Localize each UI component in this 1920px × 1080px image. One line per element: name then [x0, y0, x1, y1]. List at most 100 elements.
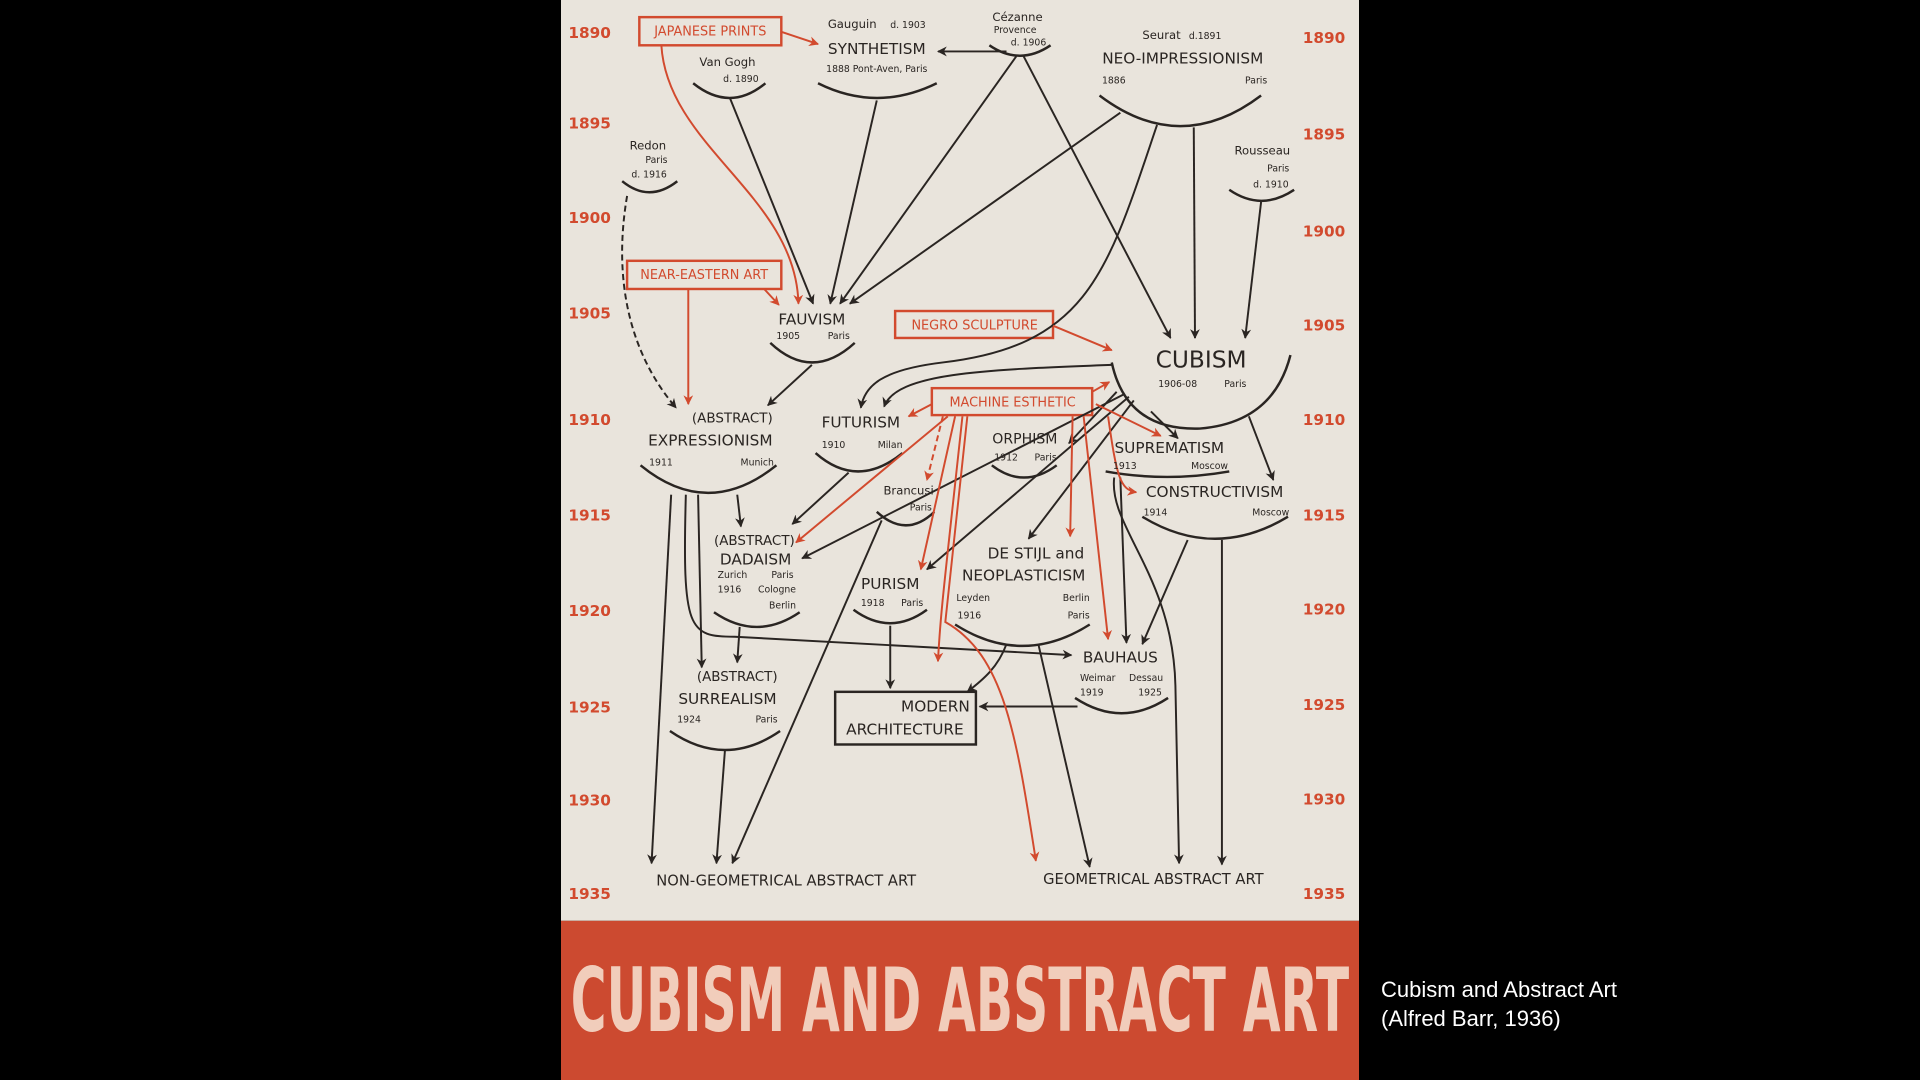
edge-neo-cubism [1190, 127, 1200, 339]
edge-rousseau-cubism [1241, 201, 1263, 339]
surrealism-place: Paris [755, 714, 777, 725]
arc-neo-impressionism [1098, 94, 1262, 128]
artist-van-gogh-death: d. 1890 [723, 74, 759, 85]
arc-redon [621, 180, 679, 194]
artist-redon-death: d. 1916 [631, 170, 667, 181]
box-modern-architecture [833, 690, 978, 746]
artist-redon-place: Paris [645, 155, 667, 166]
edge-neo-fauvism [849, 111, 1121, 305]
year-label: 1920 [1303, 601, 1346, 619]
constructivism-place: Moscow [1252, 508, 1289, 519]
box-near-eastern-art [625, 259, 783, 291]
year-label: 1930 [1303, 790, 1346, 808]
edge-expressionism-nongeo [647, 494, 673, 865]
edge-suprematism-geometrical [1112, 477, 1184, 865]
caption-title: Cubism and Abstract Art [1381, 977, 1617, 1002]
box-machine-esthetic [930, 386, 1094, 417]
arc-futurism [814, 452, 904, 473]
movement-expressionism: EXPRESSIONISM [648, 432, 772, 450]
movement-dadaism: DADAISM [720, 550, 791, 568]
orphism-year: 1912 [994, 452, 1018, 463]
year-label: 1930 [568, 792, 611, 810]
movement-orphism: ORPHISM [992, 431, 1057, 447]
movement-bauhaus: BAUHAUS [1083, 648, 1158, 666]
artist-brancusi: Brancusi [883, 484, 933, 498]
movement-neoplasticism: NEOPLASTICISM [962, 566, 1085, 584]
movement-arcs [621, 44, 1295, 752]
edge-destijl-modern-architecture [966, 643, 1008, 693]
arc-cubism [1110, 354, 1292, 430]
artist-cezanne: Cézanne [992, 10, 1042, 24]
edge-machine-cubism [1091, 381, 1111, 393]
edge-surrealism-nongeo [712, 749, 726, 865]
influence-near-eastern-art: NEAR-EASTERN ART [640, 268, 768, 283]
movement-purism: PURISM [861, 575, 919, 593]
bauhaus-year-1919: 1919 [1080, 688, 1104, 699]
dadaism-place-berlin: Berlin [769, 601, 796, 612]
year-label: 1935 [568, 885, 611, 903]
bauhaus-place-weimar: Weimar [1080, 673, 1116, 684]
outcome-non-geometrical: NON-GEOMETRICAL ABSTRACT ART [656, 872, 917, 889]
influence-negro-sculpture: NEGRO SCULPTURE [911, 318, 1037, 333]
artist-redon: Redon [630, 138, 667, 152]
edge-vangogh-fauvism [728, 97, 815, 305]
movement-fauvism: FAUVISM [778, 310, 845, 328]
synthetism-meta: 1888 Pont-Aven, Paris [826, 64, 927, 75]
suprematism-place: Moscow [1191, 461, 1228, 472]
expressionism-prefix: (ABSTRACT) [692, 411, 773, 426]
movement-surrealism: SURREALISM [678, 690, 776, 708]
year-label: 1905 [568, 304, 611, 322]
destijl-year: 1916 [958, 610, 982, 621]
edge-machine-bauhaus [1082, 416, 1112, 641]
caption-attribution: (Alfred Barr, 1936) [1381, 1006, 1561, 1031]
edge-neareastern-fauvism [763, 288, 780, 306]
destijl-place-berlin: Berlin [1063, 593, 1090, 604]
year-label: 1925 [568, 699, 611, 717]
year-label: 1915 [1303, 506, 1346, 524]
arc-de-stijl [954, 623, 1091, 648]
influence-arrows-black [621, 46, 1275, 868]
arc-constructivism [1141, 515, 1289, 540]
edge-japanese-fauvism [660, 45, 804, 305]
edge-machine-modern-architecture [933, 416, 964, 663]
artist-seurat: Seurat [1142, 28, 1181, 42]
influence-arrows-red [660, 30, 1162, 862]
edge-japanese-synthetism [780, 30, 819, 46]
year-label: 1895 [1303, 126, 1346, 144]
artist-labels: Gauguin d. 1903 Cézanne Provence d. 1906… [630, 10, 1291, 514]
artist-cezanne-death: d. 1906 [1011, 37, 1047, 48]
edge-machine-purism [917, 416, 957, 571]
movement-cubism: CUBISM [1156, 346, 1247, 373]
artist-rousseau: Rousseau [1234, 143, 1290, 157]
years-right: 1890 1895 1900 1905 1910 1915 1920 1925 … [1303, 29, 1346, 903]
edge-expressionism-dadaism [735, 494, 745, 528]
edge-redon-expressionism [621, 195, 677, 409]
artist-brancusi-place: Paris [910, 503, 932, 514]
arc-orphism [991, 464, 1058, 479]
expressionism-year: 1911 [649, 457, 673, 468]
arc-rousseau [1228, 188, 1295, 202]
movement-neo-impressionism: NEO-IMPRESSIONISM [1102, 50, 1263, 68]
poster-title: CUBISM AND ABSTRACT ART [571, 949, 1349, 1052]
movement-suprematism: SUPREMATISM [1114, 439, 1224, 457]
surrealism-prefix: (ABSTRACT) [697, 670, 778, 685]
artist-van-gogh: Van Gogh [699, 55, 755, 69]
title-band [561, 920, 1359, 1080]
suprematism-year: 1913 [1113, 461, 1137, 472]
edge-machine-futurism [907, 403, 933, 418]
arc-bauhaus [1074, 696, 1169, 715]
edge-cubism-suprematism [1150, 410, 1179, 440]
year-label: 1890 [568, 24, 611, 42]
edge-futurism-dadaism [791, 471, 850, 525]
movement-synthetism: SYNTHETISM [828, 40, 926, 58]
fauvism-year: 1905 [776, 331, 800, 342]
edge-machine-destijl [1065, 416, 1076, 538]
edge-cubism-purism [926, 395, 1130, 571]
arc-dadaism [713, 611, 801, 629]
edge-machine-suprematism [1095, 403, 1162, 437]
edge-machine-constructivism [1107, 416, 1138, 496]
box-japanese-prints [638, 15, 783, 47]
fauvism-place: Paris [828, 331, 850, 342]
year-label: 1895 [568, 115, 611, 133]
edge-cezanne-cubism [1022, 55, 1172, 339]
